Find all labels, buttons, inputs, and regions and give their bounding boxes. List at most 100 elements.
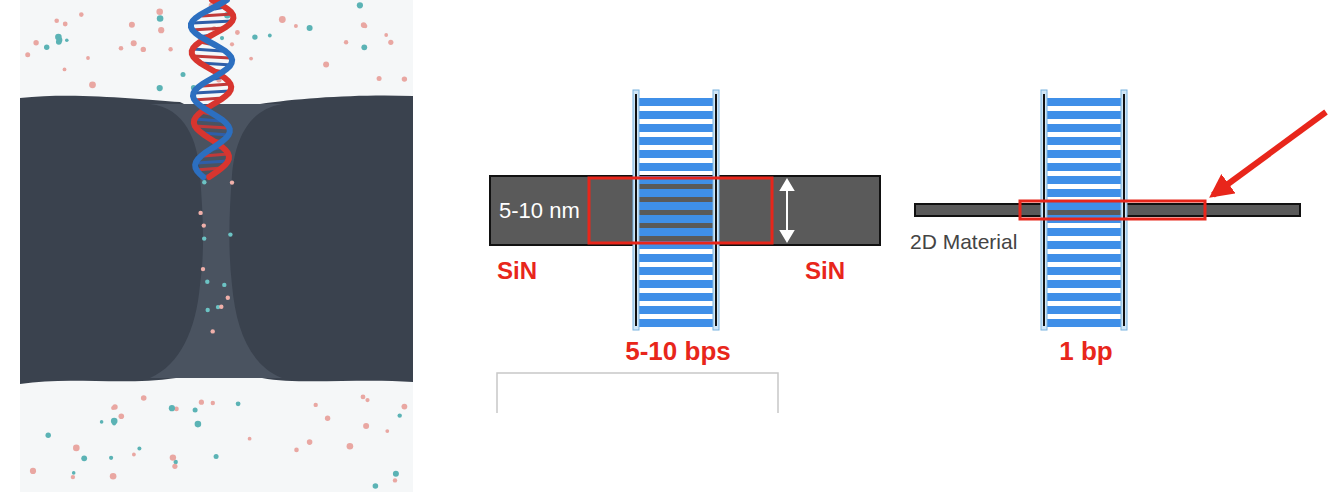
base-pair-rung — [1044, 267, 1124, 275]
base-pair-rung — [636, 111, 716, 119]
material-label: SiN — [805, 257, 845, 285]
base-pair-rung — [1044, 280, 1124, 288]
ion — [172, 464, 177, 469]
ion — [44, 45, 49, 50]
backbone — [192, 0, 234, 177]
material-label: SiN — [497, 257, 537, 285]
ion — [230, 42, 234, 46]
ion — [385, 429, 389, 433]
base-pair-rung — [636, 137, 716, 145]
ion — [211, 329, 215, 333]
base-pair-rung — [636, 163, 716, 171]
ion — [377, 76, 382, 81]
ion — [109, 456, 113, 460]
ion — [46, 433, 51, 438]
ion — [211, 401, 215, 405]
ion — [365, 398, 369, 402]
ion — [131, 40, 137, 46]
ion — [219, 305, 223, 309]
ion — [344, 40, 348, 44]
thickness-arrow — [781, 180, 793, 241]
ion — [323, 62, 329, 68]
ion — [279, 16, 286, 23]
base-pair-rung — [636, 202, 716, 210]
base-pair-rung — [1044, 189, 1124, 197]
material-label: 2D Material — [910, 230, 1017, 254]
ion — [307, 25, 313, 31]
base-pair — [193, 21, 233, 23]
base-pair-rung — [636, 319, 716, 327]
base-pair-rung — [636, 215, 716, 223]
backbone-rail — [635, 94, 637, 326]
ion — [235, 30, 240, 35]
ion — [86, 56, 90, 60]
backbone-rail — [633, 90, 639, 330]
ion — [157, 15, 164, 22]
ion — [384, 33, 388, 37]
ion — [89, 81, 96, 88]
base-pair-rung — [1044, 163, 1124, 171]
base-pair-rung — [1044, 137, 1124, 145]
ion — [63, 68, 67, 72]
base-pair-rung — [1044, 293, 1124, 301]
ion — [294, 24, 298, 28]
ion — [206, 308, 210, 312]
ion — [141, 47, 146, 52]
backbone-rail — [1123, 94, 1125, 326]
ion — [119, 46, 124, 51]
backbone-rail — [715, 94, 717, 326]
ion — [201, 267, 205, 271]
base-pair-rung — [1044, 150, 1124, 158]
ion — [168, 47, 172, 51]
sensing-region-box — [1020, 201, 1205, 219]
backbone-rail — [1041, 90, 1047, 330]
base-pair-rung — [1044, 228, 1124, 236]
ion — [100, 420, 104, 424]
ion — [202, 236, 206, 240]
ion — [202, 180, 206, 184]
ion — [132, 453, 136, 457]
ion — [402, 76, 407, 81]
ion — [25, 52, 30, 57]
bracket — [497, 373, 778, 413]
base-pair-rung — [1044, 98, 1124, 106]
ion — [33, 40, 38, 45]
ion — [73, 445, 80, 452]
thickness-label: 5-10 nm — [499, 198, 580, 224]
ion — [181, 72, 186, 77]
base-pair-rung — [1044, 111, 1124, 119]
backbone-rail — [1121, 90, 1127, 330]
backbone-rail — [713, 90, 719, 330]
ion — [249, 57, 253, 61]
sin-membrane: 5-10 nm — [490, 176, 880, 245]
ion — [363, 24, 367, 28]
backbone — [191, 0, 232, 177]
ion — [393, 471, 399, 477]
ion — [314, 403, 318, 407]
ion — [373, 483, 379, 489]
ion — [65, 38, 69, 42]
sin-membrane-fill — [490, 176, 880, 245]
base-pair-rung — [636, 306, 716, 314]
ion — [202, 223, 206, 227]
ion — [226, 296, 230, 300]
ion — [56, 39, 62, 45]
base-pair — [193, 56, 231, 58]
ion — [156, 9, 163, 16]
base-pair-rung — [636, 228, 716, 236]
ion — [205, 280, 209, 284]
pointer-arrow — [1213, 112, 1326, 195]
channel-ions — [198, 180, 234, 333]
ion — [214, 454, 219, 459]
dna-ladder — [1041, 90, 1127, 330]
ion — [402, 404, 408, 410]
ion — [228, 232, 232, 236]
ion — [230, 180, 234, 184]
ion — [141, 395, 147, 401]
ion — [158, 27, 164, 33]
ion — [129, 22, 135, 28]
ion — [357, 2, 363, 8]
sensing-region-box — [589, 178, 772, 243]
ion — [393, 478, 397, 482]
